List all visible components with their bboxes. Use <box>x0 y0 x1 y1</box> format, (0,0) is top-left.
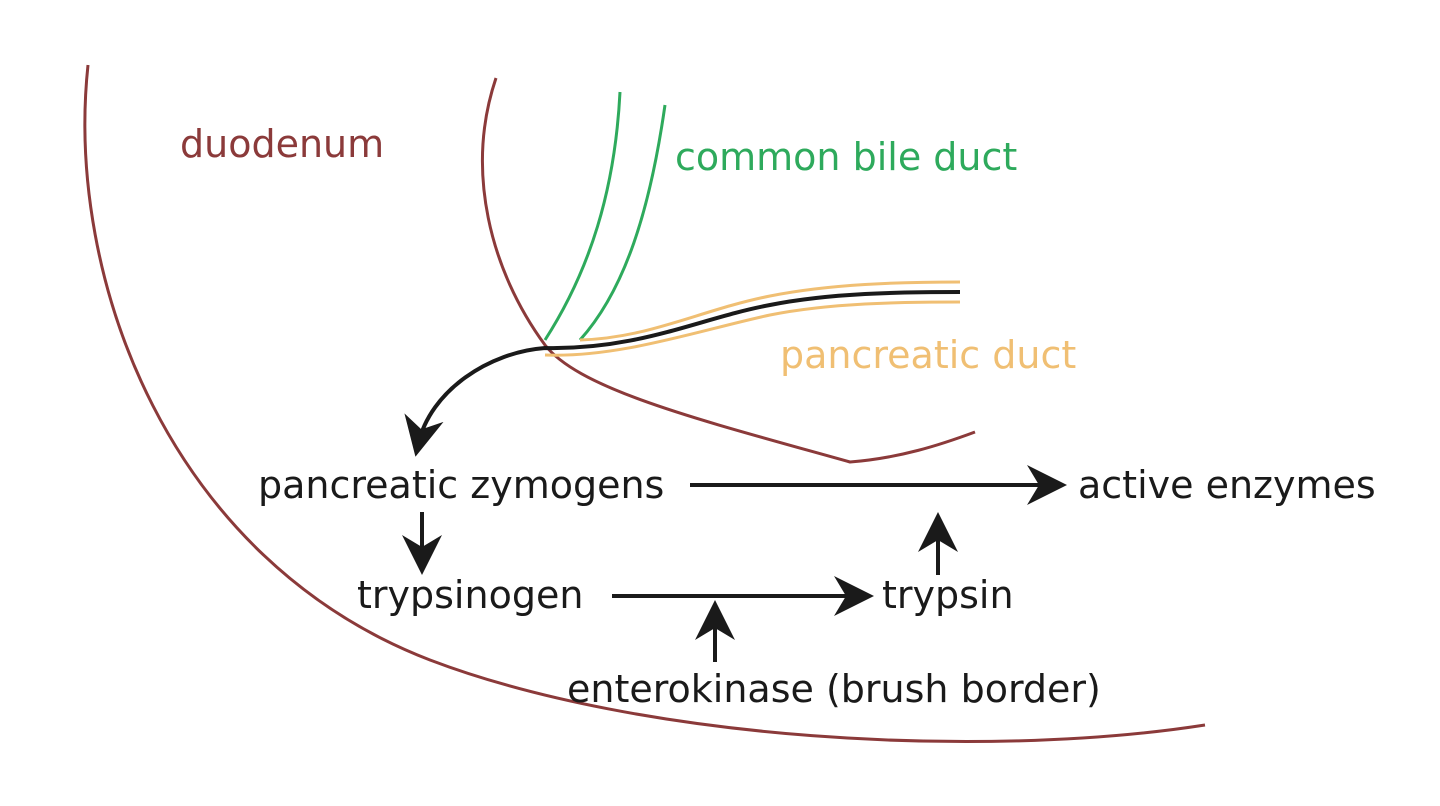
pancreatic-duct-top-edge <box>579 280 961 342</box>
enterokinase-label: enterokinase (brush border) <box>567 667 1101 711</box>
pancreatic-duct-bottom-edge <box>544 300 961 357</box>
duodenum-outer-wall <box>83 64 1206 744</box>
bile-duct-line-right <box>578 104 667 342</box>
trypsin-label: trypsin <box>882 573 1014 617</box>
trypsinogen-label: trypsinogen <box>357 573 583 617</box>
secretion-flow-arrow <box>404 290 961 457</box>
duodenum-inner-wall <box>481 77 976 464</box>
pancreatic-zymogens-label: pancreatic zymogens <box>258 463 664 507</box>
bile-duct-line-left <box>543 91 622 341</box>
common-bile-duct-label: common bile duct <box>675 135 1017 179</box>
duodenum-label: duodenum <box>180 122 384 166</box>
pancreatic-duct-label: pancreatic duct <box>780 333 1076 377</box>
active-enzymes-label: active enzymes <box>1078 463 1376 507</box>
